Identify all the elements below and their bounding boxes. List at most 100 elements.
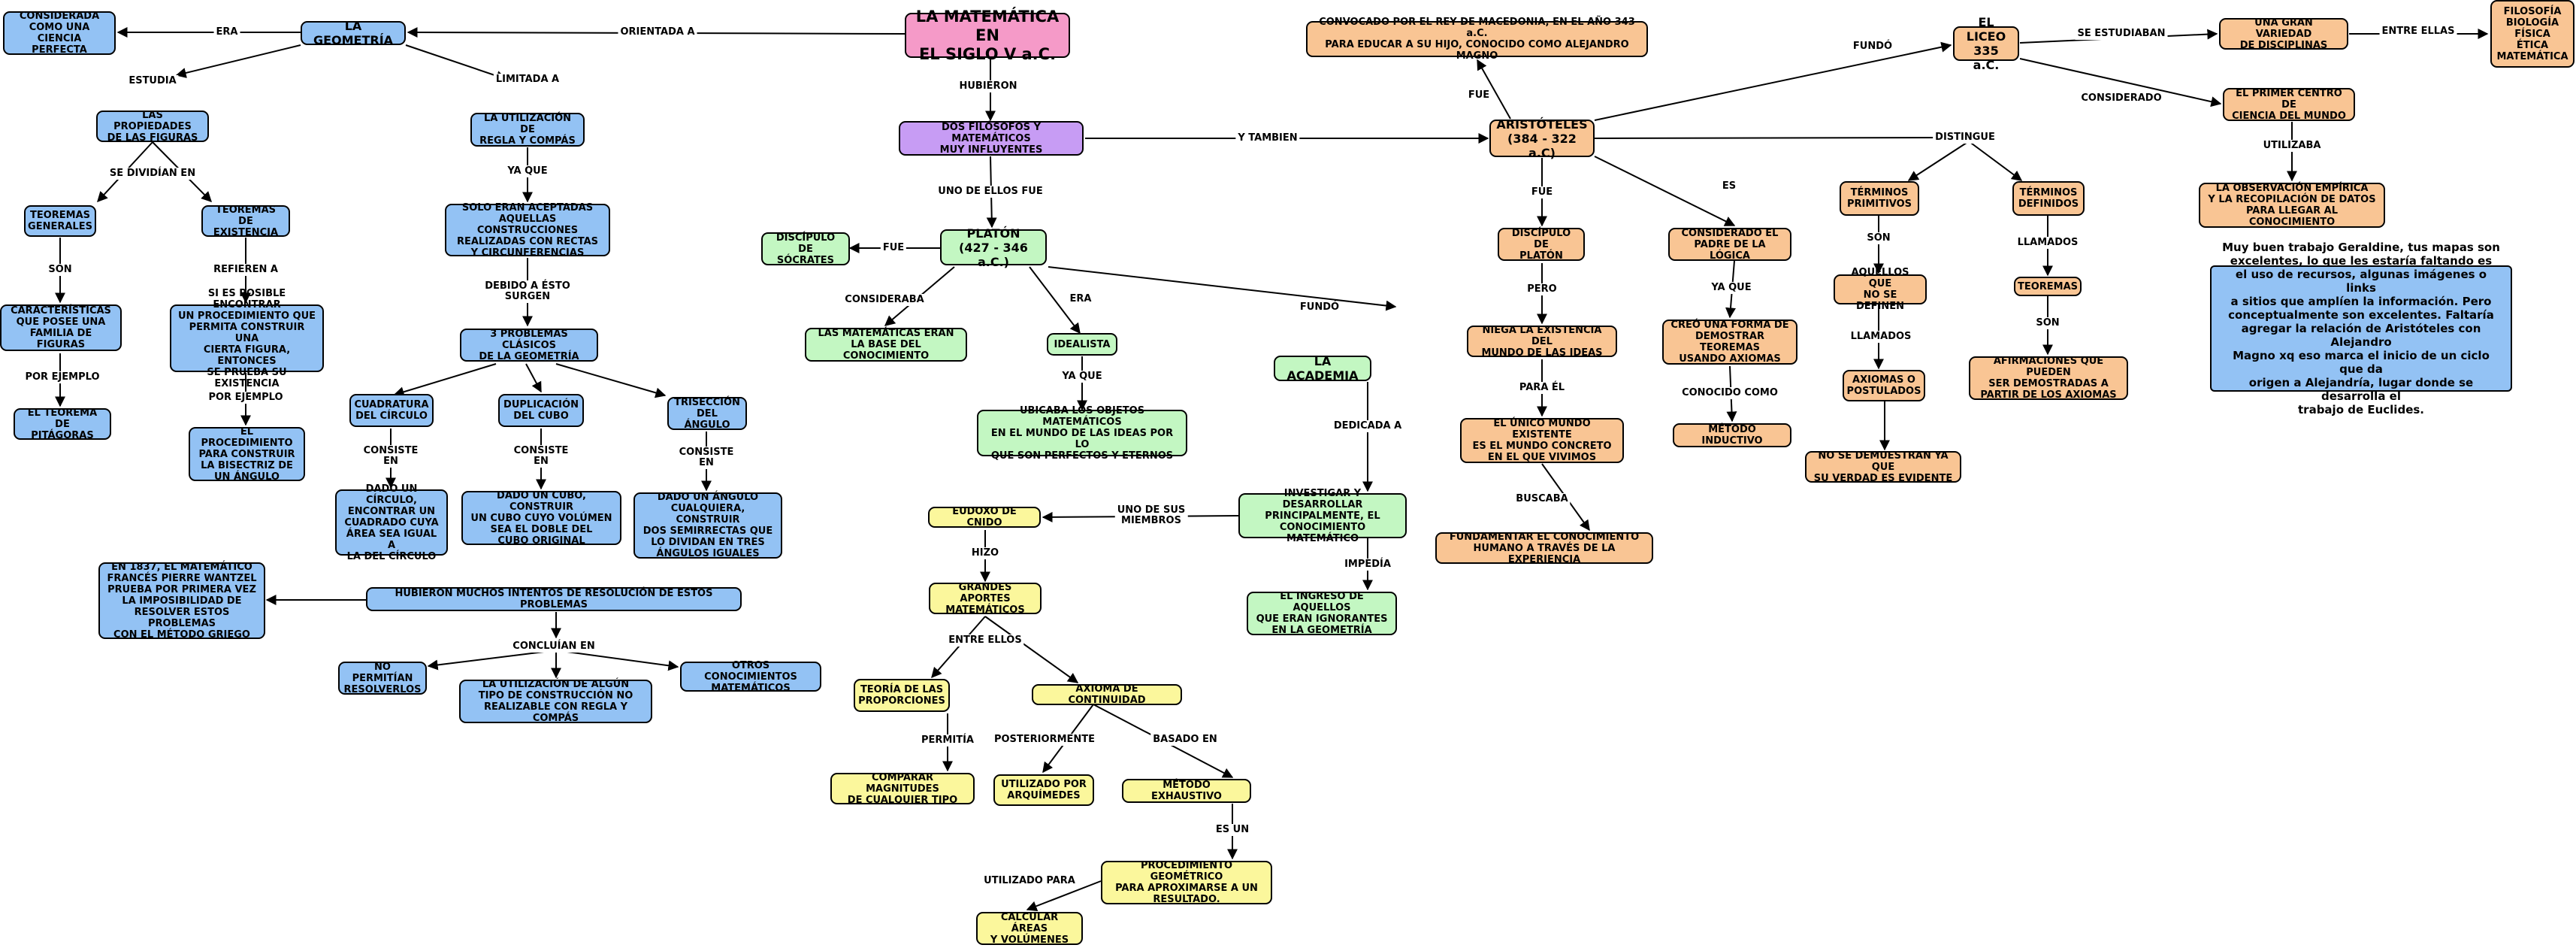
terminos-definidos-node: TÉRMINOS DEFINIDOS xyxy=(2012,181,2085,216)
filosofos-node: DOS FILÓSOFOS Y MATEMÁTICOS MUY INFLUYEN… xyxy=(899,121,1084,156)
cuadratura-node: CUADRATURA DEL CÍRCULO xyxy=(349,394,434,427)
discipulo-platon-node: DISCÍPULO DE PLATÓN xyxy=(1498,228,1585,262)
investigar-node: INVESTIGAR Y DESARROLLAR PRINCIPALMENTE,… xyxy=(1238,488,1407,544)
label-son-3: SON xyxy=(2033,317,2062,329)
label-son-2: SON xyxy=(1864,232,1893,244)
label-era-platon: ERA xyxy=(1067,293,1094,305)
matematicas-base-node: LAS MATEMÁTICAS ERAN LA BASE DEL CONOCIM… xyxy=(805,328,967,362)
label-es-un: ES UN xyxy=(1213,824,1252,836)
label-llamados-2: LLAMADOS xyxy=(2015,237,2081,249)
grandes-aportes-node: GRANDES APORTES MATEMÁTICOS xyxy=(929,582,1042,616)
teoremas-generales-node: TEOREMAS GENERALES xyxy=(24,205,96,237)
label-era-geometria: ERA xyxy=(213,26,240,38)
label-ya-que-1: YA QUE xyxy=(505,165,550,177)
platon-node: PLATÓN (427 - 346 a.C.) xyxy=(940,226,1047,269)
label-refieren: REFIEREN A xyxy=(211,264,280,276)
label-consideraba: CONSIDERABA xyxy=(842,294,927,306)
no-demuestran-node: NO SE DEMUESTRAN YA QUE SU VERDAD ES EVI… xyxy=(1805,450,1961,484)
label-concluian: CONCLUÍAN EN xyxy=(510,641,597,653)
duplicacion-node: DUPLICACIÓN DEL CUBO xyxy=(498,394,584,427)
academia-node: LA ACADEMIA xyxy=(1274,354,1371,383)
label-debido: DEBIDO A ÉSTO SURGEN xyxy=(482,280,573,303)
label-por-ejemplo-1: POR EJEMPLO xyxy=(23,371,102,383)
label-uno-de-sus: UNO DE SUS MIEMBROS xyxy=(1114,504,1188,527)
label-consiste-3: CONSISTE EN xyxy=(676,447,736,469)
label-entre-ellos-1: ENTRE ELLOS xyxy=(946,635,1024,647)
dado-circulo-node: DADO UN CÍRCULO, ENCONTRAR UN CUADRADO C… xyxy=(335,483,448,562)
label-distingue: DISTINGUE xyxy=(1933,132,1997,144)
utilizado-arquimedes-node: UTILIZADO POR ARQUÍMEDES xyxy=(993,774,1094,806)
dado-angulo-node: DADO UN ÁNGULO CUALQUIERA, CONSTRUIR DOS… xyxy=(633,492,782,559)
label-fue-platon: FUE xyxy=(880,242,907,254)
solo-aceptadas-node: SOLO ERAN ACEPTADAS AQUELLAS CONSTRUCCIO… xyxy=(445,202,610,259)
label-conocido-como: CONOCIDO COMO xyxy=(1680,387,1780,399)
label-hizo: HIZO xyxy=(969,547,1002,559)
label-utilizaba: UTILIZABA xyxy=(2260,140,2324,152)
label-dedicada: DEDICADA A xyxy=(1331,420,1404,432)
convocado-node: CONVOCADO POR EL REY DE MACEDONIA, EN EL… xyxy=(1306,17,1648,62)
label-y-tambien: Y TAMBIEN xyxy=(1235,132,1300,144)
label-consiste-2: CONSISTE EN xyxy=(511,445,571,468)
label-buscaba: BUSCABA xyxy=(1513,493,1571,505)
label-limitada: LIMITADA A xyxy=(493,74,562,86)
terminos-primitivos-node: TÉRMINOS PRIMITIVOS xyxy=(1840,181,1919,216)
label-permitia: PERMITÍA xyxy=(919,734,976,747)
bisectriz-node: EL PROCEDIMIENTO PARA CONSTRUIR LA BISEC… xyxy=(189,426,305,483)
afirmaciones-node: AFIRMACIONES QUE PUEDEN SER DEMOSTRADAS … xyxy=(1969,356,2128,401)
label-impedia: IMPEDÍA xyxy=(1342,559,1393,571)
label-hubieron: HUBIERON xyxy=(957,80,1020,92)
niega-node: NIEGA LA EXISTENCIA DEL MUNDO DE LAS IDE… xyxy=(1467,325,1617,359)
unico-mundo-node: EL ÚNICO MUNDO EXISTENTE ES EL MUNDO CON… xyxy=(1460,418,1624,463)
discipulo-socrates-node: DISCÍPULO DE SÓCRATES xyxy=(761,232,850,266)
root-node: LA MATEMÁTICA EN EL SIGLO V a.C. xyxy=(905,8,1070,63)
label-entre-ellas: ENTRE ELLAS xyxy=(2379,26,2457,38)
label-considerado: CONSIDERADO xyxy=(2079,92,2164,104)
no-permitian-node: NO PERMITÍAN RESOLVERLOS xyxy=(338,662,427,695)
label-posteriormente: POSTERIORMENTE xyxy=(991,734,1098,746)
teoremas-node: TEOREMAS xyxy=(2014,277,2082,296)
creo-forma-node: CREÓ UNA FORMA DE DEMOSTRAR TEOREMAS USA… xyxy=(1662,320,1797,365)
primer-centro-node: EL PRIMER CENTRO DE CIENCIA DEL MUNDO xyxy=(2223,88,2355,122)
metodo-exhaustivo-node: MÉTODO EXHAUSTIVO xyxy=(1122,779,1251,803)
pitagoras-node: EL TEOREMA DE PITÁGORAS xyxy=(14,407,111,441)
utilizacion-algun-node: LA UTILIZACIÓN DE ALGÚN TIPO DE CONSTRUC… xyxy=(459,679,652,724)
label-basado: BASADO EN xyxy=(1150,734,1220,746)
liceo-node: EL LICEO 335 a.C. xyxy=(1953,15,2019,72)
padre-logica-node: CONSIDERADO EL PADRE DE LA LÓGICA xyxy=(1668,228,1791,262)
axioma-continuidad-node: AXIOMA DE CONTINUIDAD xyxy=(1032,683,1182,706)
calcular-areas-node: CALCULAR ÁREAS Y VOLÚMENES xyxy=(976,912,1083,946)
label-fundo-aris: FUNDÓ xyxy=(1850,41,1895,53)
label-uno-de-ellos: UNO DE ELLOS FUE xyxy=(936,186,1045,198)
label-utilizado-para: UTILIZADO PARA xyxy=(981,875,1078,887)
idealista-node: IDEALISTA xyxy=(1047,333,1117,356)
ubicaba-node: UBICABA LOS OBJETOS MATEMÁTICOS EN EL MU… xyxy=(977,405,1187,462)
variedad-node: UNA GRAN VARIEDAD DE DISCIPLINAS xyxy=(2219,17,2348,51)
regla-compas-node: LA UTILIZACIÓN DE REGLA Y COMPÁS xyxy=(470,113,585,147)
axiomas-postulados-node: AXIOMAS O POSTULADOS xyxy=(1843,370,1925,401)
disciplinas-node: FILOSOFÍA BIOLOGÍA FÍSICA ÉTICA MATEMÁTI… xyxy=(2490,0,2574,68)
propiedades-node: LAS PROPIEDADES DE LAS FIGURAS xyxy=(96,110,209,144)
aristoteles-node: ARISTÓTELES (384 - 322 a.C) xyxy=(1489,117,1595,160)
label-son-1: SON xyxy=(46,264,74,276)
geometria-node: LA GEOMETRÍA xyxy=(301,19,406,47)
label-fundo-platon: FUNDÓ xyxy=(1297,301,1342,313)
caracteristicas-node: CARACTERÍSTICAS QUE POSEE UNA FAMILIA DE… xyxy=(0,304,122,351)
dado-cubo-node: DADO UN CUBO, CONSTRUIR UN CUBO CUYO VOL… xyxy=(461,490,621,547)
label-por-ejemplo-2: POR EJEMPLO xyxy=(206,392,286,404)
label-pero: PERO xyxy=(1525,283,1559,295)
intentos-node: HUBIERON MUCHOS INTENTOS DE RESOLUCIÓN D… xyxy=(366,587,742,611)
observacion-node: LA OBSERVACIÓN EMPÍRICA Y LA RECOPILACIÓ… xyxy=(2199,183,2385,228)
ingreso-node: EL INGRESO DE AQUELLOS QUE ERAN IGNORANT… xyxy=(1247,591,1397,636)
eudoxo-node: EUDOXO DE CNIDO xyxy=(928,506,1041,529)
label-se-estudiaban: SE ESTUDIABAN xyxy=(2075,28,2168,40)
wantzel-node: EN 1837, EL MATEMÁTICO FRANCÉS PIERRE WA… xyxy=(98,562,265,641)
teoria-proporciones-node: TEORÍA DE LAS PROPORCIONES xyxy=(854,679,950,712)
metodo-inductivo-node: MÉTODO INDUCTIVO xyxy=(1673,423,1791,447)
fundamentar-node: FUNDAMENTAR EL CONOCIMIENTO HUMANO A TRA… xyxy=(1435,532,1653,565)
label-consiste-1: CONSISTE EN xyxy=(361,445,421,468)
procedimiento-geometrico-node: PROCEDIMIENTO GEOMÉTRICO PARA APROXIMARS… xyxy=(1101,860,1272,905)
label-ya-que-3: YA QUE xyxy=(1709,282,1754,294)
label-fue-aris: FUE xyxy=(1528,186,1556,198)
reviewer-comment: Muy buen trabajo Geraldine, tus mapas so… xyxy=(2210,241,2512,416)
no-se-definen-node: AQUELLOS QUE NO SE DEFINEN xyxy=(1834,267,1927,312)
